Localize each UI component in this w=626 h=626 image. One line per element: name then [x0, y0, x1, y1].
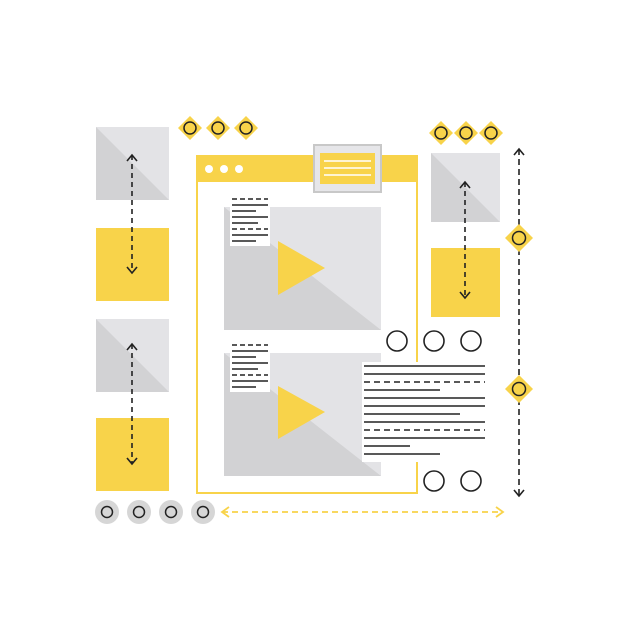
window-dots-icon: [205, 165, 243, 173]
double-arrow-horizontal-icon: [220, 506, 505, 518]
diamond-node-icon: [429, 121, 453, 145]
right-gray-block: [431, 153, 500, 222]
play-icon: [278, 386, 325, 439]
video-card-2: [224, 342, 381, 476]
outline-circle-nodes-bottom: [423, 470, 482, 492]
browser-window: [196, 144, 418, 494]
diamond-node-icon: [505, 224, 533, 252]
text-lines-icon: [364, 365, 485, 455]
bottom-circle-nodes: [95, 500, 215, 524]
floating-tab-card: [313, 144, 382, 193]
right-column: [429, 121, 533, 498]
circle-node-icon: [95, 500, 119, 524]
double-arrow-vertical-icon: [513, 147, 525, 498]
top-right-diamond-nodes: [429, 121, 503, 145]
double-arrow-vertical-icon: [459, 180, 471, 300]
text-lines-icon: [324, 160, 371, 176]
top-left-diamond-nodes: [178, 116, 258, 140]
diamond-node-icon: [206, 116, 230, 140]
text-lines-icon: [230, 196, 270, 246]
left-column: [96, 127, 169, 491]
left-gray-block-1: [96, 127, 169, 200]
circle-node-icon: [191, 500, 215, 524]
video-card-1: [224, 196, 381, 330]
play-icon: [278, 241, 325, 295]
diamond-node-icon: [178, 116, 202, 140]
diamond-node-icon: [454, 121, 478, 145]
diamond-node-icon: [505, 375, 533, 403]
circle-node-icon: [159, 500, 183, 524]
text-lines-icon: [230, 342, 270, 392]
diamond-node-icon: [234, 116, 258, 140]
double-arrow-vertical-icon: [126, 342, 138, 466]
browser-title-bar: [197, 156, 417, 182]
circle-node-icon: [127, 500, 151, 524]
diamond-node-icon: [479, 121, 503, 145]
double-arrow-vertical-icon: [126, 153, 138, 275]
content-text-block: [362, 362, 487, 462]
outline-circle-nodes-top: [386, 330, 482, 352]
